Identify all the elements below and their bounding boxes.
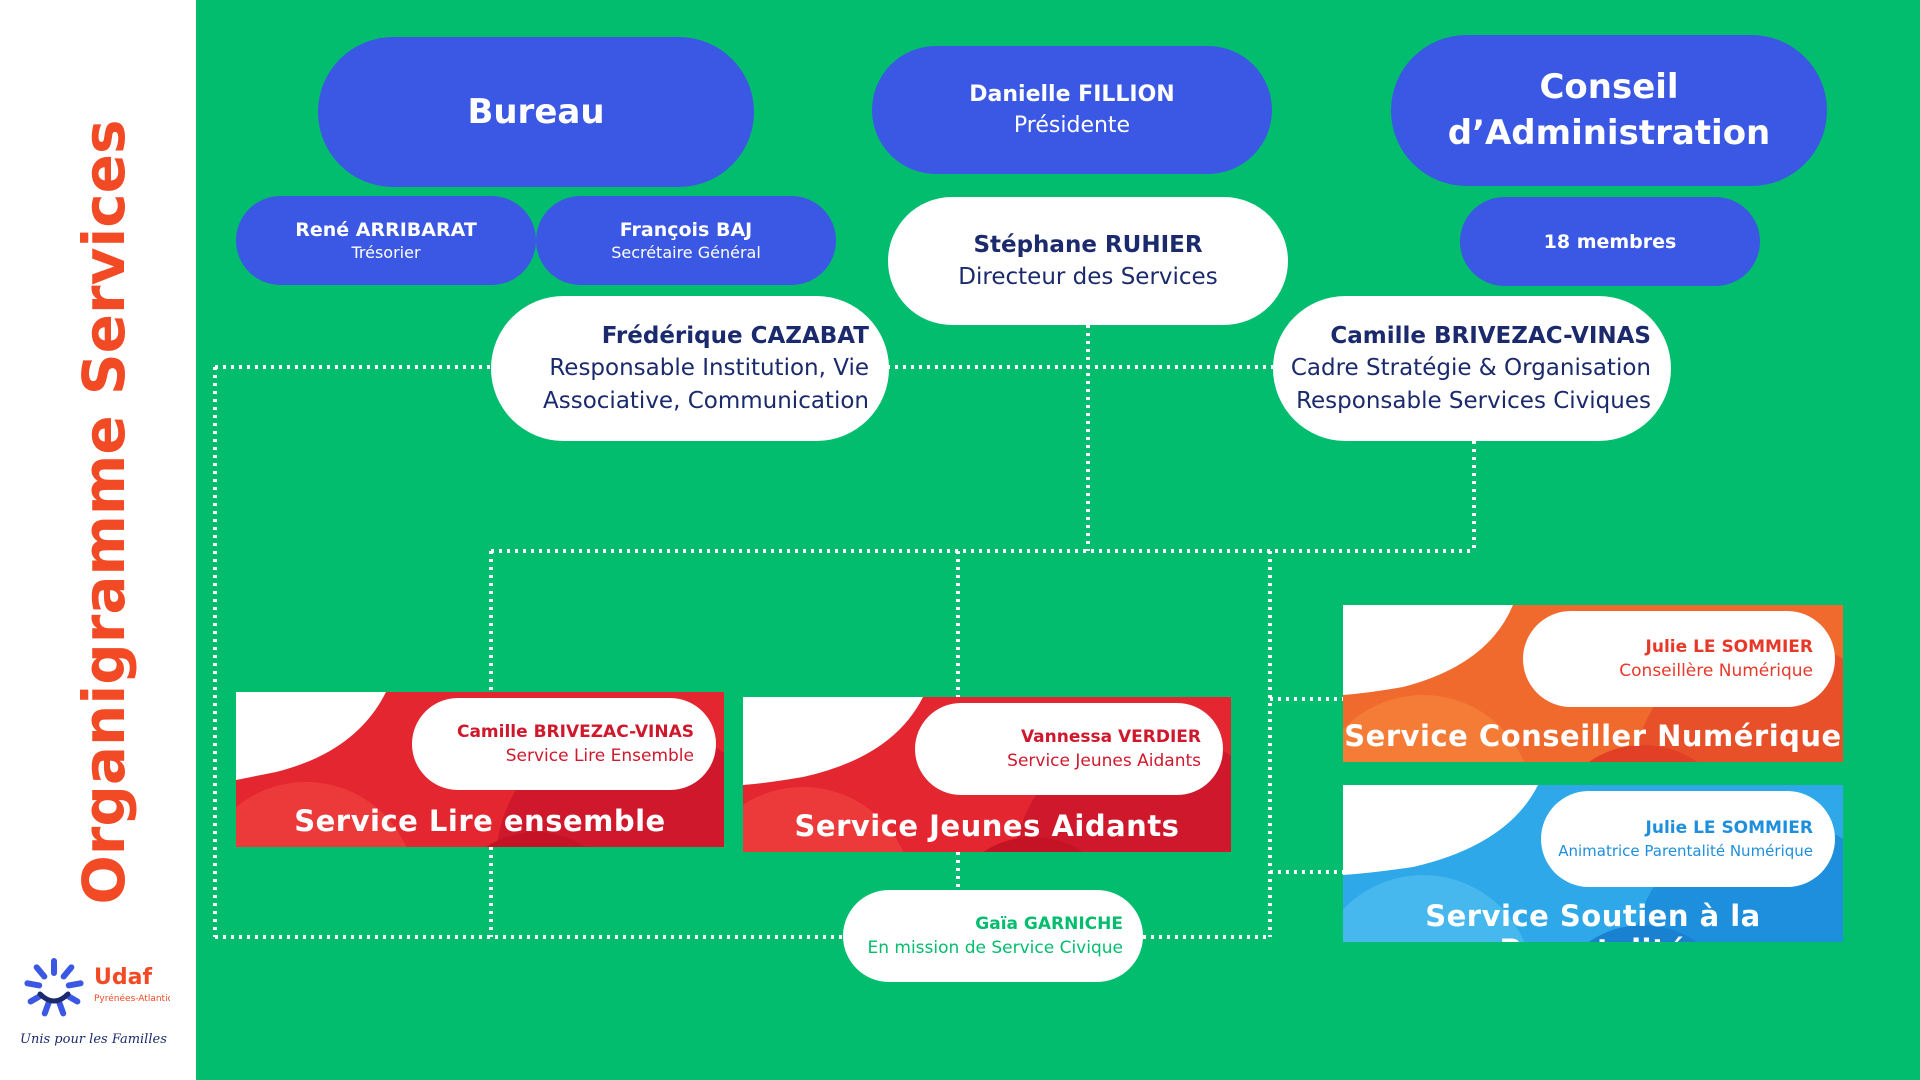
service-person-name: Julie LE SOMMIER — [1645, 818, 1813, 838]
udaf-logo-mark — [24, 958, 84, 1017]
page-title: Organigramme Services — [70, 119, 138, 904]
service-person-name: Camille BRIVEZAC-VINAS — [456, 722, 694, 742]
service-title: Service Lire ensemble — [294, 804, 666, 838]
bureau-pill: Bureau — [318, 37, 754, 187]
membres-label: 18 membres — [1543, 230, 1677, 253]
secretaire-role: Secrétaire Général — [611, 243, 761, 262]
conseil-line1: Conseil — [1539, 66, 1679, 107]
service-civique-name: Gaïa GARNICHE — [975, 914, 1123, 934]
udaf-logo: Udaf Pyrénées-Atlantiques — [24, 958, 170, 1017]
directeur-role: Directeur des Services — [958, 264, 1218, 290]
service-person-role: Service Jeunes Aidants — [1007, 751, 1201, 771]
logo-region: Pyrénées-Atlantiques — [94, 993, 170, 1004]
bureau-label: Bureau — [467, 92, 605, 132]
service-civique-pill: Gaïa GARNICHE En mission de Service Civi… — [843, 890, 1143, 982]
service-person-pill: Julie LE SOMMIER Animatrice Parentalité … — [1541, 791, 1835, 887]
directeur-pill: Stéphane RUHIER Directeur des Services — [888, 197, 1288, 325]
responsable-institution-role-line1: Responsable Institution, Vie — [549, 355, 869, 382]
cadre-strategie-role-line2: Responsable Services Civiques — [1296, 387, 1651, 414]
service-card-lire-ensemble: Camille BRIVEZAC-VINAS Service Lire Ense… — [236, 692, 724, 847]
service-person-role: Animatrice Parentalité Numérique — [1558, 842, 1813, 860]
presidente-name: Danielle FILLION — [969, 82, 1175, 107]
service-card-conseiller-numerique: Julie LE SOMMIER Conseillère Numérique S… — [1343, 605, 1843, 762]
membres-pill: 18 membres — [1460, 197, 1760, 286]
service-title: Service Conseiller Numérique — [1344, 719, 1842, 753]
presidente-role: Présidente — [1013, 113, 1131, 138]
responsable-institution-name: Frédérique CAZABAT — [601, 323, 869, 350]
conseil-line2: d’Administration — [1447, 112, 1771, 153]
tresorier-name: René ARRIBARAT — [295, 219, 477, 241]
sidebar: Organigramme Services Udaf Pyrénées-Atla… — [0, 0, 196, 1080]
cadre-strategie-role-line1: Cadre Stratégie & Organisation — [1290, 355, 1651, 382]
service-person-pill: Vannessa VERDIER Service Jeunes Aidants — [915, 703, 1223, 795]
page-title-svg: Organigramme Services — [70, 119, 138, 904]
service-person-role: Service Lire Ensemble — [505, 746, 694, 766]
service-person-pill: Julie LE SOMMIER Conseillère Numérique — [1523, 611, 1835, 707]
secretaire-pill: François BAJ Secrétaire Général — [536, 196, 836, 285]
service-person-name: Vannessa VERDIER — [1020, 727, 1201, 747]
presidente-pill: Danielle FILLION Présidente — [872, 46, 1272, 174]
service-card-jeunes-aidants: Vannessa VERDIER Service Jeunes Aidants … — [743, 697, 1231, 852]
logo-brand: Udaf — [94, 965, 152, 990]
conseil-pill: Conseil d’Administration — [1391, 35, 1827, 186]
tresorier-pill: René ARRIBARAT Trésorier — [236, 196, 536, 285]
cadre-strategie-name: Camille BRIVEZAC-VINAS — [1330, 323, 1651, 350]
cadre-strategie-pill: Camille BRIVEZAC-VINAS Cadre Stratégie &… — [1273, 296, 1671, 441]
service-person-name: Julie LE SOMMIER — [1645, 637, 1813, 657]
service-person-pill: Camille BRIVEZAC-VINAS Service Lire Ense… — [412, 698, 716, 790]
service-title: Service Jeunes Aidants — [794, 809, 1180, 843]
service-title: Service Soutien à la Parentalité — [1425, 899, 1761, 942]
responsable-institution-role-line2: Associative, Communication — [543, 387, 869, 414]
tresorier-role: Trésorier — [351, 243, 421, 262]
logo-tagline: Unis pour les Familles — [20, 1032, 167, 1047]
directeur-name: Stéphane RUHIER — [973, 232, 1203, 258]
service-person-role: Conseillère Numérique — [1619, 661, 1813, 681]
secretaire-name: François BAJ — [619, 219, 753, 241]
service-civique-role: En mission de Service Civique — [867, 938, 1123, 958]
service-card-soutien-parentalite: Julie LE SOMMIER Animatrice Parentalité … — [1343, 785, 1843, 942]
responsable-institution-pill: Frédérique CAZABAT Responsable Instituti… — [491, 296, 889, 441]
